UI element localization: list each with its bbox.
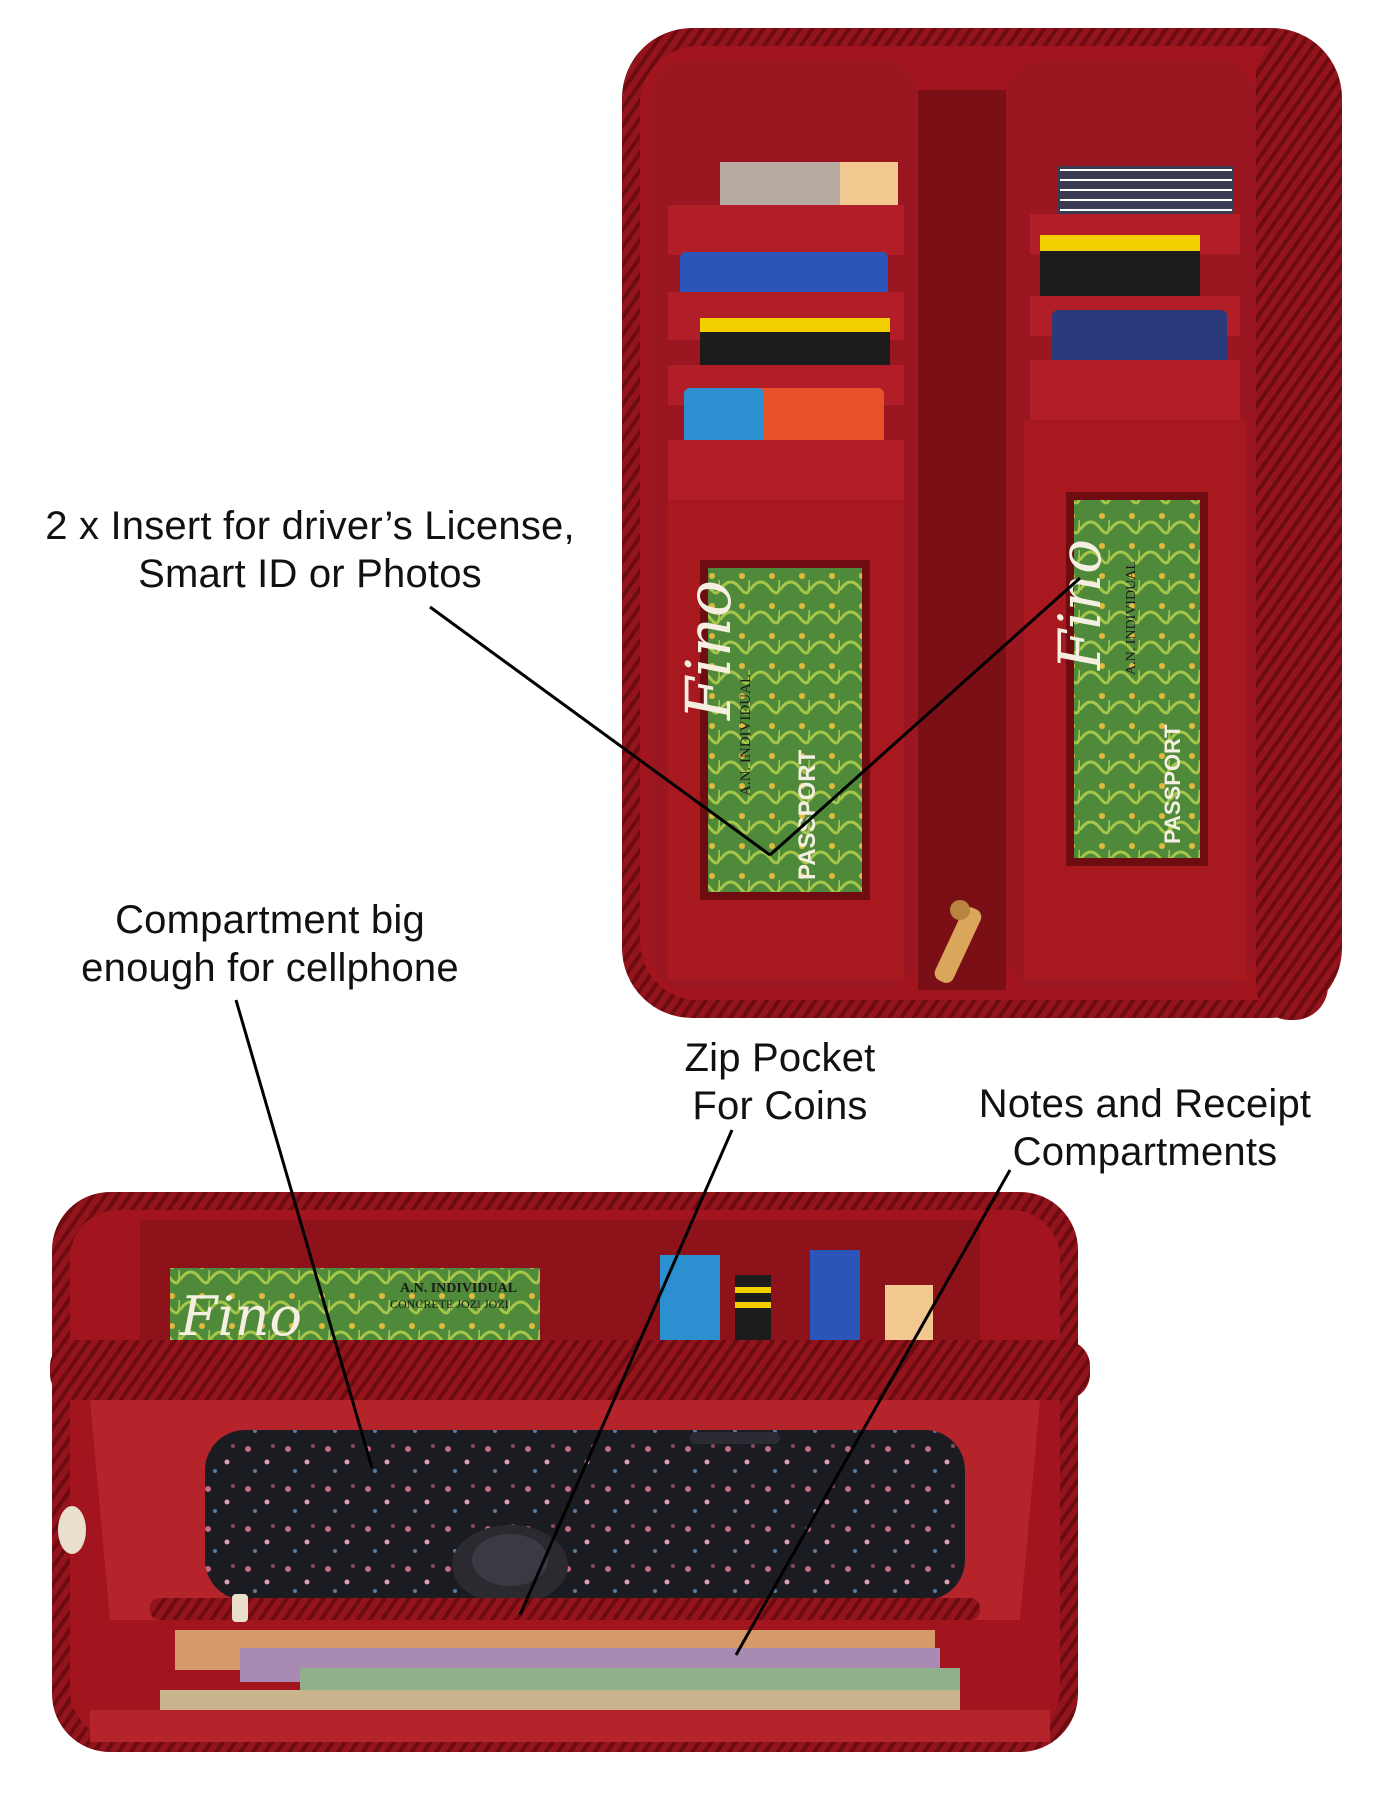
callout-notes: Notes and Receipt Compartments [955,1080,1335,1176]
left-id-window: Fino PASSPORT A.N. INDIVIDUAL [672,560,870,900]
upright-wallet: Fino PASSPORT A.N. INDIVIDUAL Fino PASSP… [622,28,1342,1020]
zip-line [518,1129,734,1616]
right-window-name: A.N. INDIVIDUAL [1124,561,1139,675]
flat-zipper-pull [58,1506,86,1554]
callout-insert: 2 x Insert for driver’s License, Smart I… [30,502,590,598]
callout-phone-line-1: Compartment big [115,898,425,942]
callout-notes-line-1: Notes and Receipt [978,1082,1312,1126]
flat-id-window [170,1268,540,1342]
notes-line [734,1169,1012,1656]
callout-phone-line-2: enough for cellphone [81,946,459,990]
callout-insert-line-1: 2 x Insert for driver’s License, [45,504,575,548]
callout-zip-line-2: For Coins [692,1084,868,1128]
callout-zip-line-1: Zip Pocket [684,1036,876,1080]
zipper-pull [934,900,982,983]
right-id-window: Fino PASSPORT A.N. INDIVIDUAL [1046,492,1208,866]
right-window-brand: Fino [1046,539,1114,671]
phone-line [234,999,374,1469]
callout-phone: Compartment big enough for cellphone [60,896,480,992]
banknotes [160,1630,960,1722]
callout-zip: Zip Pocket For Coins [660,1034,900,1130]
insert-line-left [429,605,771,857]
callout-insert-line-2: Smart ID or Photos [138,552,482,596]
cellphone [205,1430,965,1600]
insert-line-right [769,576,1081,857]
coin-zip [150,1598,980,1620]
flat-wallet: Fino A.N. INDIVIDUAL CONCRETE JOZI JOZI [50,1192,1090,1752]
right-window-doc: PASSPORT [1160,724,1185,844]
left-window-brand: Fino [672,580,745,721]
flat-window-brand: Fino [179,1285,302,1348]
flat-window-addr: CONCRETE JOZI JOZI [390,1297,509,1311]
callout-notes-line-2: Compartments [1012,1130,1278,1174]
callout-lines [234,576,1081,1656]
left-window-name: A.N. INDIVIDUAL [738,674,754,796]
flat-window-name: A.N. INDIVIDUAL [400,1281,517,1296]
